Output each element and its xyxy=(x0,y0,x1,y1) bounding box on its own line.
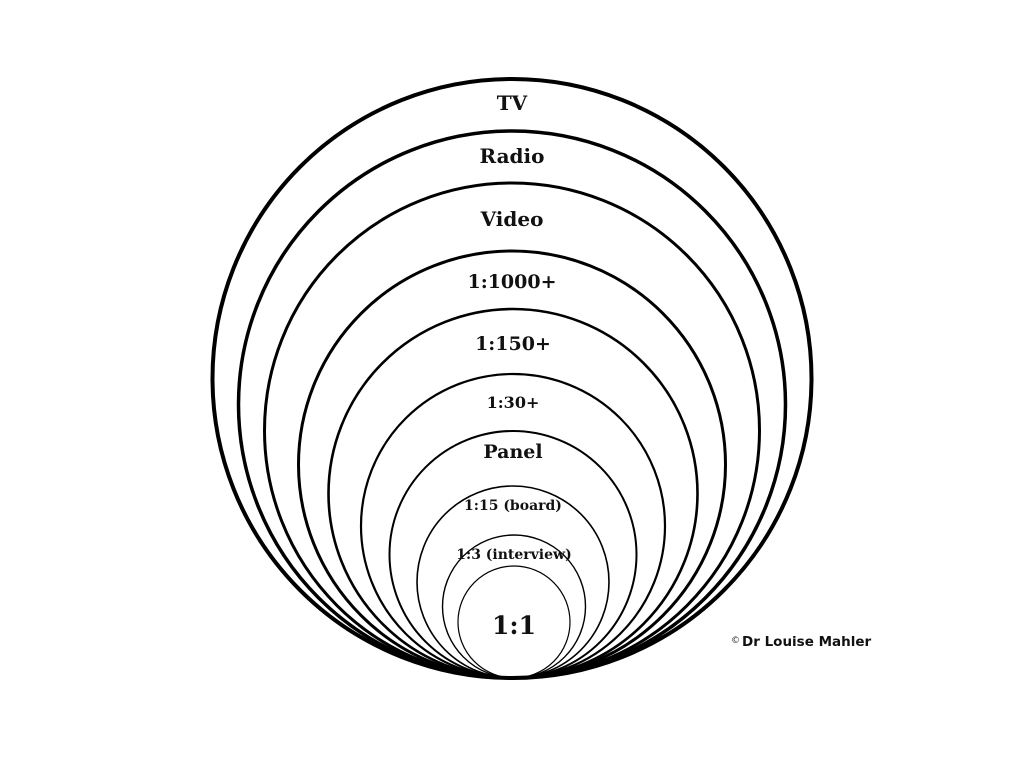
ring-label-5: 1:150+ xyxy=(475,333,551,355)
ring-label-3: Video xyxy=(480,207,544,231)
ring-label-4: 1:1000+ xyxy=(467,271,556,293)
copyright-credit: © Dr Louise Mahler xyxy=(731,634,872,650)
ring-label-7: Panel xyxy=(483,441,542,463)
ring-label-10: 1:1 xyxy=(492,611,536,640)
ring-label-9: 1:3 (interview) xyxy=(456,547,571,563)
rings-group xyxy=(210,77,814,680)
ring-label-6: 1:30+ xyxy=(487,393,540,412)
copyright-author: Dr Louise Mahler xyxy=(742,634,872,650)
ring-label-8: 1:15 (board) xyxy=(464,498,562,514)
copyright-symbol: © xyxy=(731,636,740,646)
ring-1 xyxy=(210,77,814,680)
ring-label-2: Radio xyxy=(480,144,545,168)
ring-10 xyxy=(457,565,571,679)
ring-8 xyxy=(416,485,610,679)
ring-label-1: TV xyxy=(497,91,528,115)
